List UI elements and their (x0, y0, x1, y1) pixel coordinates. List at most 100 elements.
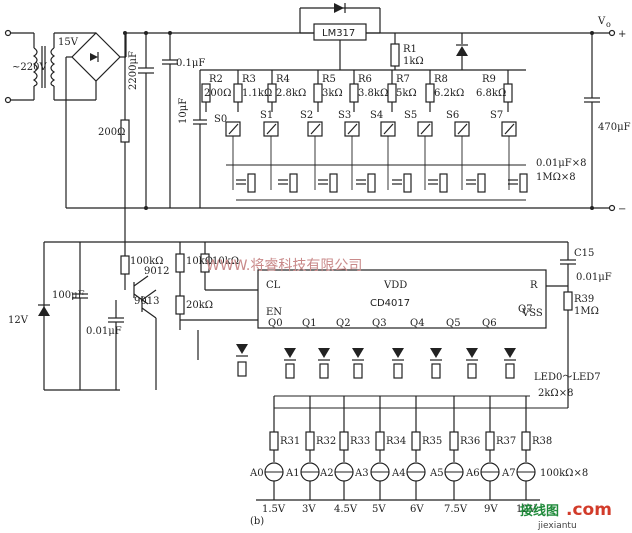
voltage-label: 12V (516, 504, 537, 515)
label-cap-10: 10μF (178, 98, 189, 124)
cap-0.01uf (108, 300, 124, 390)
q-pin: Q0 (268, 318, 283, 329)
mains-input (4, 29, 35, 104)
r-value: 200Ω (204, 88, 231, 99)
label-100k-8: 100kΩ×8 (540, 468, 588, 479)
switch-label: S4 (370, 110, 383, 121)
cap-100uf (72, 242, 88, 390)
top-resistor-labels: R2 200Ω R3 1.1kΩ R4 2.8kΩ R5 3kΩ R6 3.8k… (204, 74, 506, 99)
r-label: R36 (460, 436, 480, 447)
switch-label: S5 (404, 110, 417, 121)
c15-r39 (560, 242, 576, 408)
q-pin: Q6 (482, 318, 497, 329)
label-r10k-b: 10kΩ (212, 256, 239, 267)
resistor-10k-b (200, 242, 258, 291)
label-r39-val: 1MΩ (574, 306, 599, 317)
label-r1: R1 (403, 44, 417, 55)
label-vout-sub: o (606, 20, 611, 29)
r-label: R3 (242, 74, 256, 85)
logo-text-a: 接线图 (520, 503, 559, 519)
q-pin: Q4 (410, 318, 425, 329)
logo-text-b: .com (566, 500, 612, 520)
label-r1-val: 1kΩ (403, 56, 424, 67)
q-pin: Q5 (446, 318, 461, 329)
label-r39: R39 (574, 294, 594, 305)
bottom-resistor-labels: R31 R32 R33 R34 R35 R36 R37 R38 (280, 436, 552, 447)
bottom-resistors (269, 396, 531, 462)
label-zener: 12V (8, 315, 29, 326)
voltage-label: 7.5V (444, 504, 468, 515)
label-q9012: 9012 (144, 266, 169, 277)
figure-label: (b) (250, 516, 264, 527)
r-value: 5kΩ (396, 88, 417, 99)
q-pin-labels: Q0 Q1 Q2 Q3 Q4 Q5 Q6 Q7 (268, 304, 533, 329)
label-lm317: LM317 (322, 28, 355, 39)
q-pin: Q1 (302, 318, 317, 329)
voltage-label: 6V (410, 504, 424, 515)
label-c15-val: 0.01μF (576, 272, 612, 283)
r-label: R35 (422, 436, 442, 447)
label-en: EN (266, 307, 282, 318)
resistor-ladder (201, 70, 513, 112)
r-label: R38 (532, 436, 552, 447)
label-led-note: LED0～LED7 (534, 372, 601, 383)
lamp-label: A7 (501, 468, 516, 479)
r-label: R2 (209, 74, 223, 85)
lamp-labels: A0 A1 A2 A3 A4 A5 A6 A7 (249, 468, 516, 479)
label-vdd: VDD (383, 280, 407, 291)
switch-row (225, 121, 526, 190)
resistor-200 (120, 31, 130, 252)
lamp-label: A6 (465, 468, 480, 479)
voltage-label: 3V (302, 504, 316, 515)
label-15v: 15V (58, 37, 79, 48)
lamps (264, 462, 536, 500)
label-c15: C15 (574, 248, 594, 259)
transformer (32, 33, 56, 100)
lamp-label: A3 (354, 468, 369, 479)
lamp-label: A0 (249, 468, 264, 479)
q-pin: Q2 (336, 318, 351, 329)
label-q9013: 9013 (134, 296, 159, 307)
r-label: R8 (434, 74, 448, 85)
r-value: 3.8kΩ (358, 88, 388, 99)
zener-12v (38, 304, 50, 316)
label-s0: S0 (214, 114, 227, 125)
r-value: 1.1kΩ (242, 88, 272, 99)
r-label: R34 (386, 436, 406, 447)
r-label: R7 (396, 74, 410, 85)
led-row (236, 344, 516, 379)
transistor-9012 (133, 275, 149, 305)
r-label: R31 (280, 436, 300, 447)
site-logo: 接线图 .com jiexiantu (520, 500, 612, 531)
resistor-20k (175, 295, 185, 330)
r-label: R9 (482, 74, 496, 85)
label-led-res: 2kΩ×8 (538, 388, 573, 399)
label-mains: ~220V (12, 62, 47, 73)
q-pin: Q7 (518, 304, 533, 315)
cd4017-ic (180, 269, 568, 329)
label-cap-2200: 2200μF (128, 51, 139, 90)
output-diode (456, 33, 468, 70)
label-cap-100: 100μF (52, 290, 85, 301)
voltage-label: 4.5V (334, 504, 358, 515)
r-label: R37 (496, 436, 516, 447)
logo-url: jiexiantu (537, 521, 577, 531)
resistor-100k (120, 252, 130, 290)
r-label: R6 (358, 74, 372, 85)
switch-label: S1 (260, 110, 273, 121)
label-cap-array: 0.01μF×8 (536, 158, 586, 169)
cap-10uf (193, 92, 207, 208)
label-vss: VSS (521, 308, 543, 319)
voltage-labels: 1.5V 3V 4.5V 5V 6V 7.5V 9V 12V (262, 504, 537, 515)
resistor-r1 (390, 33, 400, 70)
label-vout: V (597, 16, 606, 27)
voltage-label: 5V (372, 504, 386, 515)
cap-2200uf (138, 31, 154, 210)
r-label: R32 (316, 436, 336, 447)
transistor-9013 (141, 289, 157, 390)
cap-0.1uf-top (162, 31, 178, 208)
output-terminals (584, 29, 616, 212)
label-res-array: 1MΩ×8 (536, 172, 576, 183)
